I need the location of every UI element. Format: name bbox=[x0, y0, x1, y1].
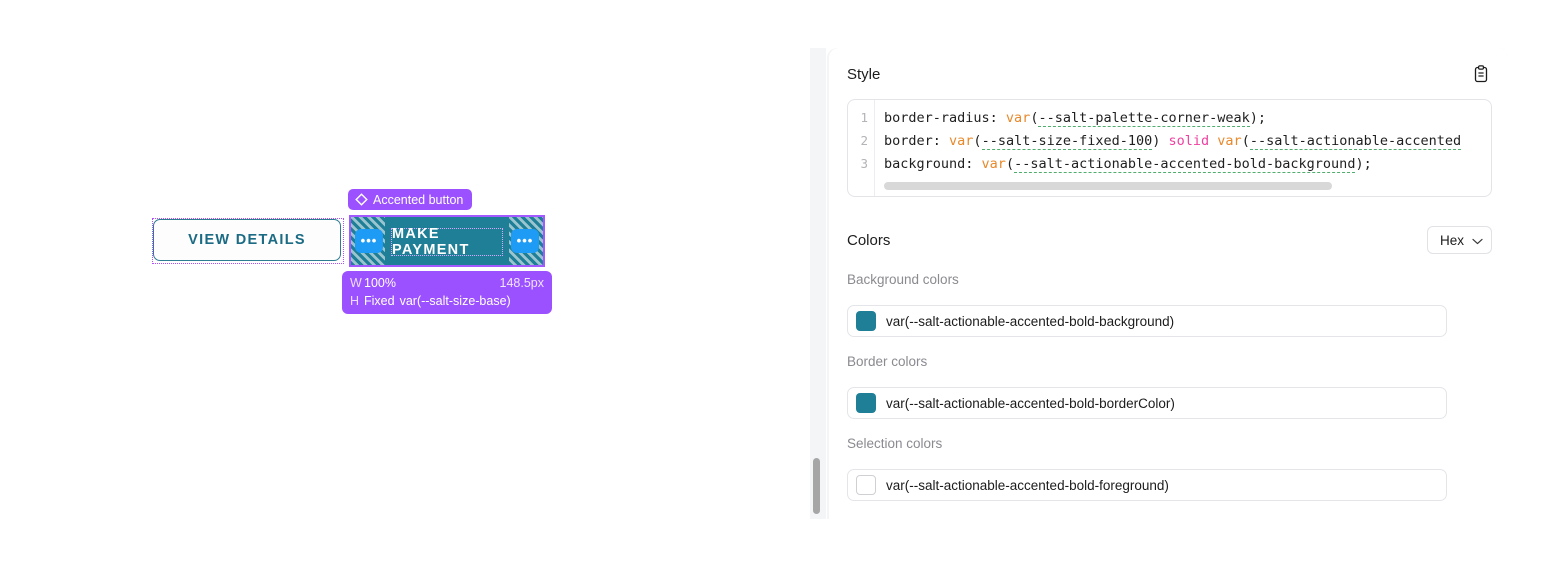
size-tooltip: W 100% 148.5px H Fixed var(--salt-size-b… bbox=[342, 271, 552, 314]
spacing-handle-left[interactable]: ••• bbox=[355, 229, 383, 253]
view-details-label: VIEW DETAILS bbox=[188, 232, 306, 248]
code-token-var: var bbox=[1217, 133, 1242, 149]
accented-button-container: ••• ••• MAKE PAYMENT bbox=[349, 215, 545, 267]
selection-colors-label: Selection colors bbox=[847, 436, 943, 451]
code-token-name: --salt-palette-corner-weak bbox=[1038, 110, 1250, 127]
colors-section-header: Colors Hex bbox=[847, 226, 1492, 254]
code-token-plain: border: bbox=[884, 133, 950, 149]
code-token-plain: ( bbox=[973, 133, 982, 149]
chevron-down-icon bbox=[1472, 233, 1483, 248]
code-token-plain: ) bbox=[1152, 133, 1169, 149]
code-token-plain: background: bbox=[884, 156, 982, 172]
style-section-header: Style bbox=[847, 63, 1492, 85]
code-token-name: --salt-actionable-accented-bold-backgrou… bbox=[1014, 156, 1356, 173]
code-token-name: --salt-size-fixed-100 bbox=[981, 133, 1153, 150]
background-color-value: var(--salt-actionable-accented-bold-back… bbox=[886, 313, 1175, 329]
make-payment-label-box: MAKE PAYMENT bbox=[391, 226, 503, 258]
code-line-number: 3 bbox=[860, 156, 868, 171]
background-colors-label: Background colors bbox=[847, 272, 959, 287]
width-mode: 100% bbox=[364, 276, 396, 290]
code-line-number: 1 bbox=[860, 110, 868, 125]
colors-section-title: Colors bbox=[847, 231, 891, 249]
code-token-plain: ( bbox=[1030, 110, 1039, 126]
spacing-handle-right[interactable]: ••• bbox=[511, 229, 539, 253]
selection-color-swatch[interactable] bbox=[856, 475, 876, 495]
design-stage: VIEW DETAILS Accented button ••• ••• MAK… bbox=[152, 189, 552, 314]
height-key: H bbox=[350, 294, 360, 308]
selection-color-value: var(--salt-actionable-accented-bold-fore… bbox=[886, 477, 1169, 493]
panel-scrollbar-thumb[interactable] bbox=[813, 458, 820, 514]
code-token-var: var bbox=[981, 156, 1006, 172]
code-token-name: --salt-actionable-accented bbox=[1249, 133, 1462, 150]
color-format-select[interactable]: Hex bbox=[1426, 226, 1492, 254]
size-tooltip-height-row: H Fixed var(--salt-size-base) bbox=[350, 292, 544, 310]
code-line: border-radius: var(--salt-palette-corner… bbox=[884, 110, 1267, 127]
border-colors-label: Border colors bbox=[847, 354, 928, 369]
make-payment-label: MAKE PAYMENT bbox=[392, 226, 470, 258]
selection-outline-secondary bbox=[152, 218, 344, 264]
code-token-plain: border-radius: bbox=[884, 110, 1006, 126]
code-line: background: var(--salt-actionable-accent… bbox=[884, 156, 1372, 173]
width-value: 148.5px bbox=[499, 276, 544, 290]
border-color-value: var(--salt-actionable-accented-bold-bord… bbox=[886, 395, 1175, 411]
background-color-swatch[interactable] bbox=[856, 311, 876, 331]
code-token-kw: solid bbox=[1168, 133, 1210, 149]
code-content[interactable]: border-radius: var(--salt-palette-corner… bbox=[876, 100, 1491, 196]
color-format-value: Hex bbox=[1439, 232, 1464, 248]
view-details-button[interactable]: VIEW DETAILS bbox=[153, 219, 341, 261]
clipboard-icon[interactable] bbox=[1470, 63, 1492, 85]
size-tooltip-width-row: W 100% 148.5px bbox=[350, 274, 544, 292]
accented-button-badge[interactable]: Accented button bbox=[348, 189, 473, 210]
code-token-var: var bbox=[1005, 110, 1031, 126]
secondary-button-container: VIEW DETAILS bbox=[152, 218, 344, 264]
code-token-var: var bbox=[949, 133, 974, 149]
panel-scrollbar-track[interactable] bbox=[810, 48, 826, 519]
selection-outline-accented bbox=[349, 215, 545, 267]
code-gutter: 1 2 3 bbox=[848, 100, 875, 196]
width-key: W bbox=[350, 276, 362, 290]
height-value: var(--salt-size-base) bbox=[399, 294, 511, 308]
border-color-swatch[interactable] bbox=[856, 393, 876, 413]
code-token-plain: ); bbox=[1249, 110, 1267, 126]
code-token-plain: ); bbox=[1355, 156, 1372, 172]
code-token-plain: ( bbox=[1005, 156, 1015, 172]
diamond-component-icon bbox=[355, 193, 368, 206]
code-token-plain: ( bbox=[1241, 133, 1250, 149]
code-line: border: var(--salt-size-fixed-100) solid… bbox=[884, 133, 1462, 150]
style-section-title: Style bbox=[847, 65, 881, 83]
background-color-field[interactable]: var(--salt-actionable-accented-bold-back… bbox=[847, 305, 1447, 337]
code-hscrollbar-thumb[interactable] bbox=[884, 182, 1332, 190]
code-line-number: 2 bbox=[860, 133, 868, 148]
accented-button-badge-label: Accented button bbox=[373, 192, 464, 207]
selection-color-field[interactable]: var(--salt-actionable-accented-bold-fore… bbox=[847, 469, 1447, 501]
border-color-field[interactable]: var(--salt-actionable-accented-bold-bord… bbox=[847, 387, 1447, 419]
make-payment-button[interactable]: ••• ••• MAKE PAYMENT bbox=[351, 217, 543, 265]
height-mode: Fixed bbox=[364, 294, 395, 308]
code-hscrollbar-track[interactable] bbox=[884, 182, 1481, 190]
